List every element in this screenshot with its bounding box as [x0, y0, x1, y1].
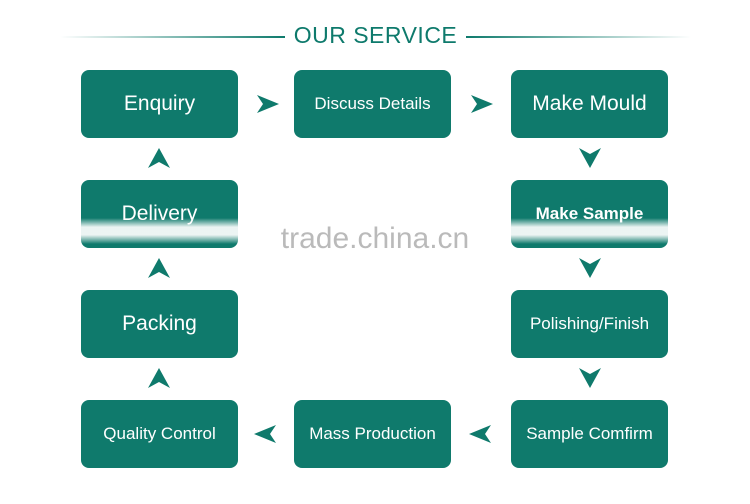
arrow-up-icon — [146, 367, 172, 389]
step-label: Make Mould — [532, 92, 647, 115]
step-label: Mass Production — [309, 424, 436, 443]
step-sample-confirm: Sample Comfirm — [511, 400, 668, 468]
step-label: Sample Comfirm — [526, 424, 653, 443]
arrow-left-icon — [467, 423, 493, 445]
step-enquiry: Enquiry — [81, 70, 238, 138]
step-packing: Packing — [81, 290, 238, 358]
watermark-text: trade.china.cn — [280, 222, 470, 255]
arrow-down-icon — [577, 367, 603, 389]
header: OUR SERVICE — [0, 20, 750, 52]
title-divider-right — [466, 36, 691, 38]
arrow-up-icon — [146, 147, 172, 169]
arrow-up-icon — [146, 257, 172, 279]
step-label: Enquiry — [123, 92, 196, 115]
step-polishing-finish: Polishing/Finish — [511, 290, 668, 358]
title-divider-left — [60, 36, 285, 38]
arrow-right-icon — [255, 93, 281, 115]
arrow-down-icon — [577, 257, 603, 279]
step-make-mould: Make Mould — [511, 70, 668, 138]
step-quality-control: Quality Control — [81, 400, 238, 468]
arrow-right-icon — [469, 93, 495, 115]
step-label: Polishing/Finish — [529, 314, 650, 333]
watermark-band — [75, 218, 675, 244]
step-label: Discuss Details — [314, 94, 431, 113]
diagram-title: OUR SERVICE — [293, 22, 458, 48]
arrow-down-icon — [577, 147, 603, 169]
step-mass-production: Mass Production — [294, 400, 451, 468]
step-label: Packing — [122, 312, 197, 335]
step-discuss-details: Discuss Details — [294, 70, 451, 138]
arrow-left-icon — [252, 423, 278, 445]
step-label: Quality Control — [103, 424, 216, 443]
